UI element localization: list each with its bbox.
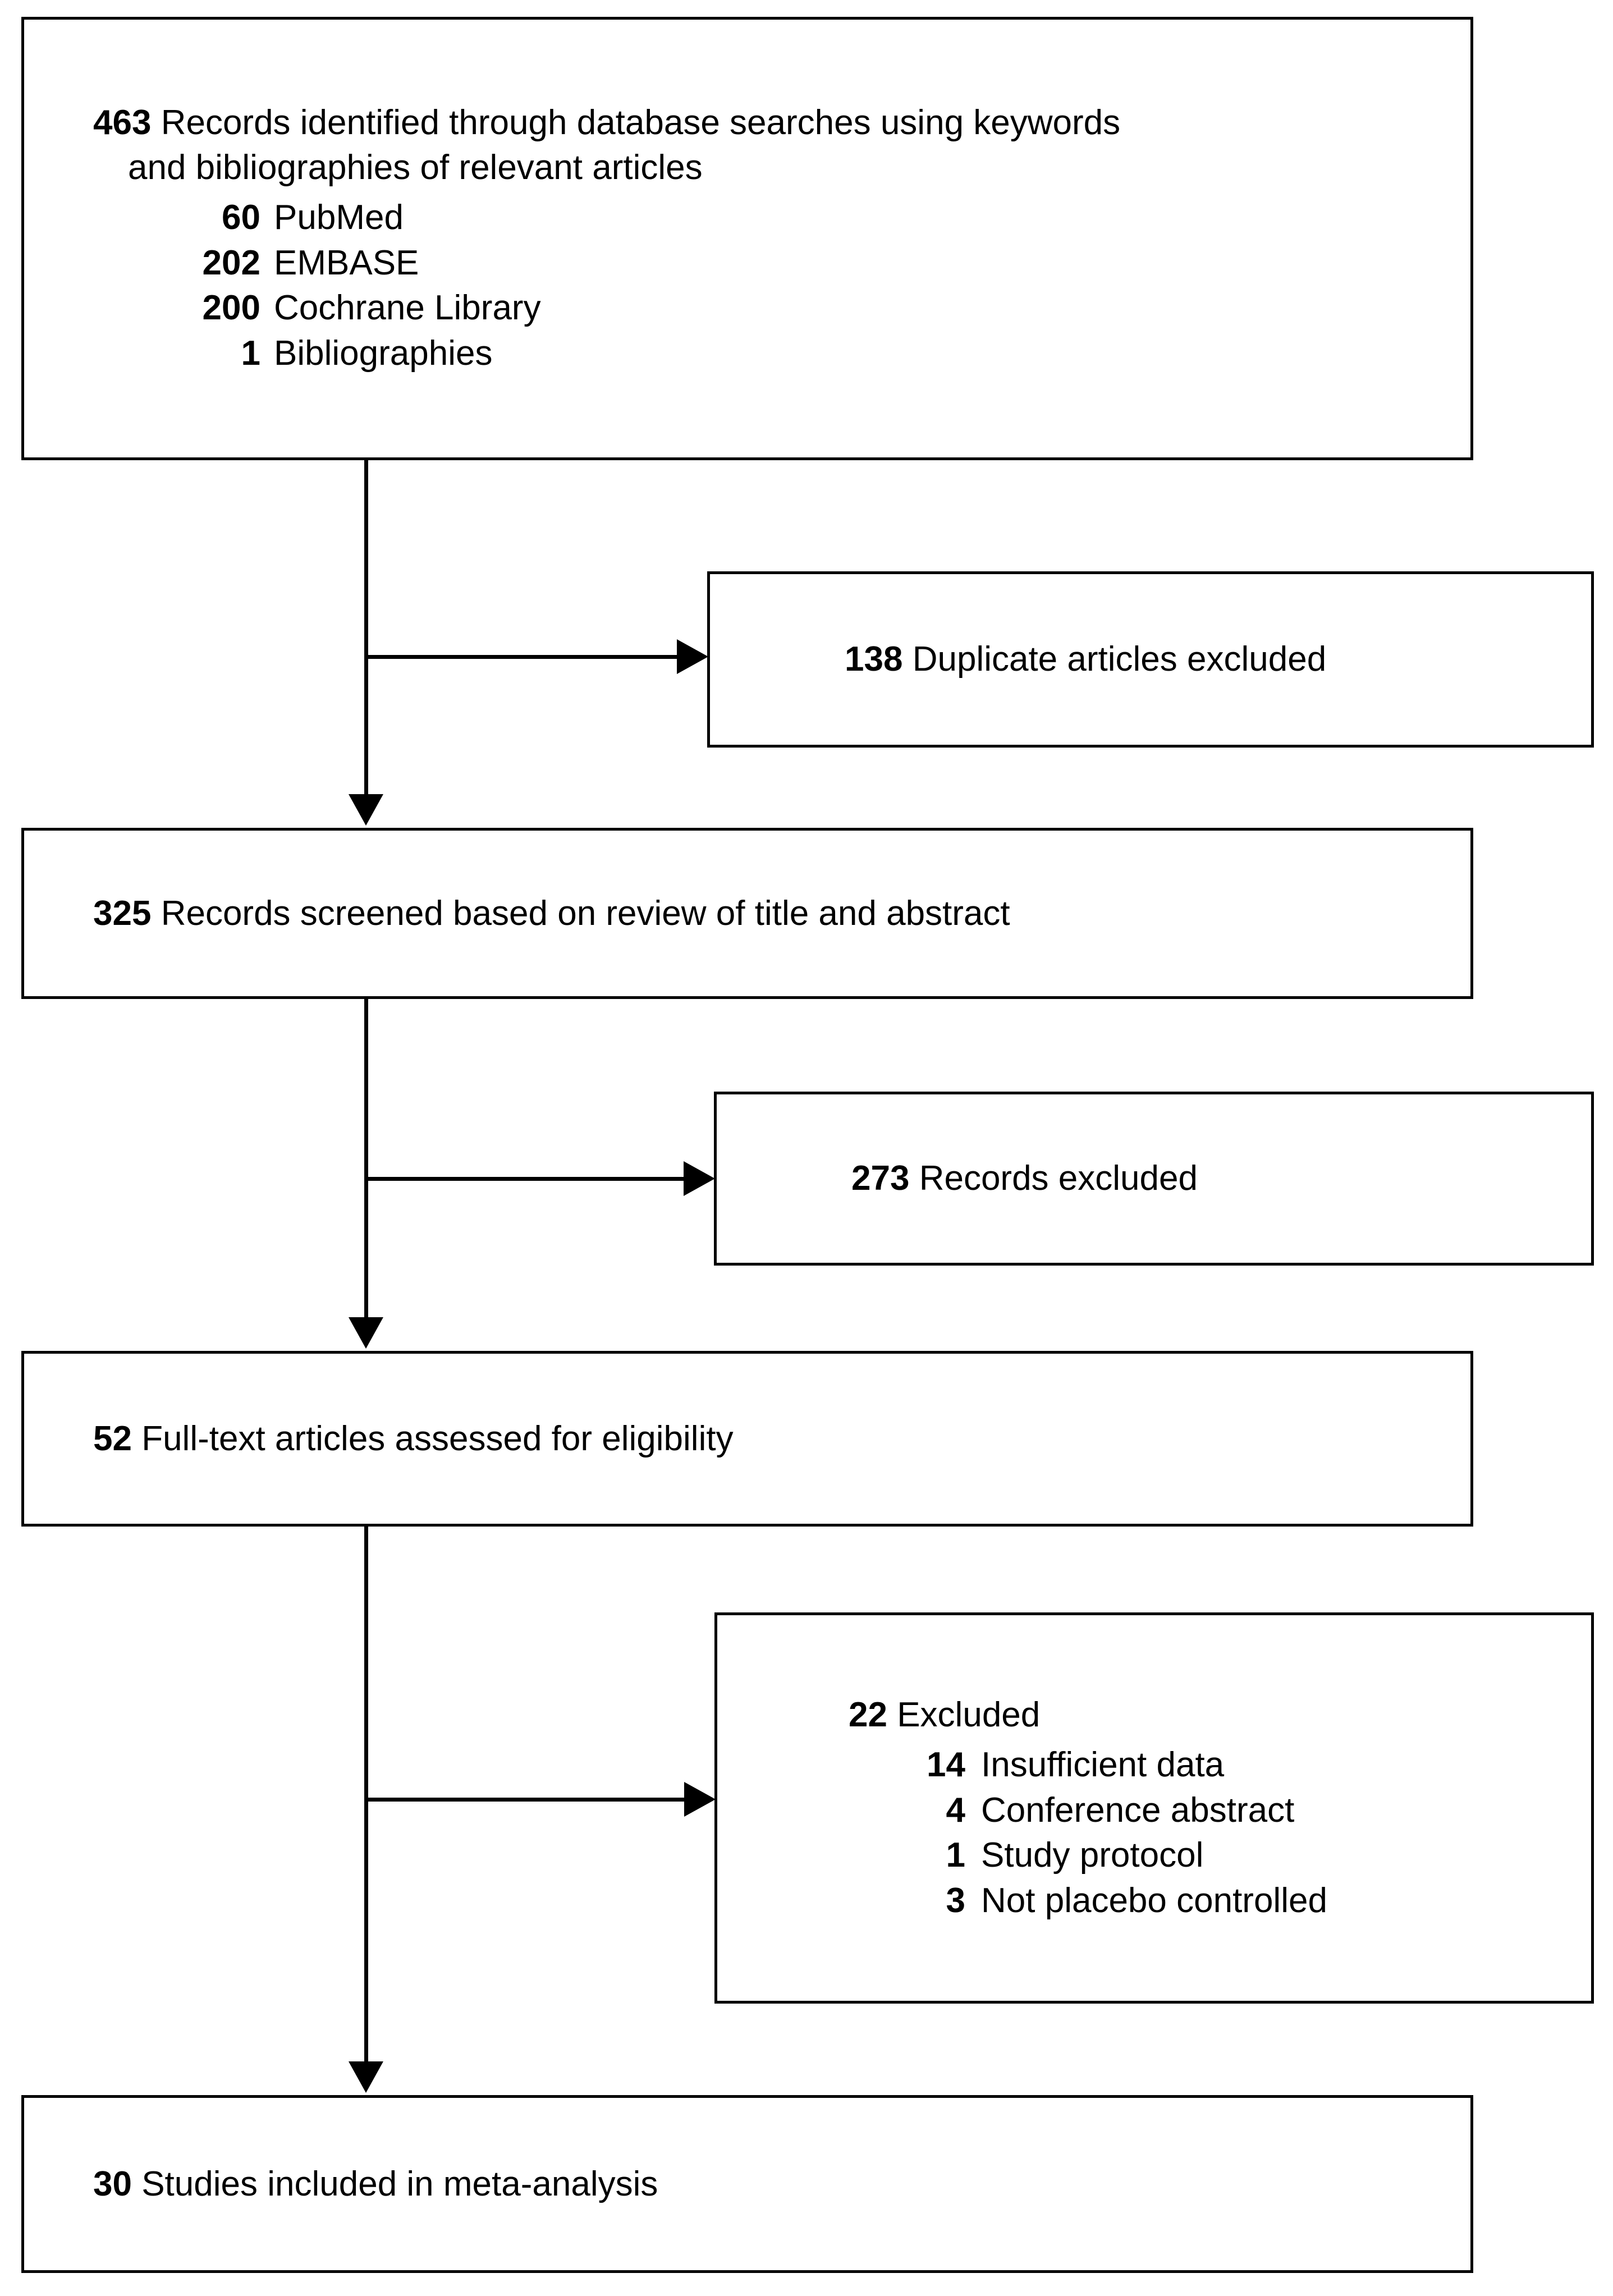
list-item: 1 Bibliographies [194, 331, 1448, 377]
duplicates-count: 138 [845, 640, 903, 679]
reason-count: 1 [946, 1836, 965, 1875]
fulltext-assessed-headline: 52 Full-text articles assessed for eligi… [93, 1417, 1448, 1461]
reason-label: Not placebo controlled [981, 1881, 1327, 1920]
screened-text: Records screened based on review of titl… [161, 893, 1010, 933]
source-count: 60 [222, 198, 260, 237]
screened-headline: 325 Records screened based on review of … [93, 891, 1448, 936]
records-identified-continuation: and bibliographies of relevant articles [128, 148, 703, 187]
database-source-list: 60 PubMed 202 EMBASE 200 Cochrane Librar… [93, 195, 1448, 376]
list-item: 14 Insufficient data [899, 1743, 1569, 1788]
fulltext-excluded-text: Excluded [897, 1695, 1041, 1734]
box-fulltext-assessed: 52 Full-text articles assessed for eligi… [21, 1351, 1473, 1527]
records-excluded-headline: 273 Records excluded [851, 1156, 1569, 1200]
records-excluded-text: Records excluded [919, 1159, 1198, 1198]
records-excluded-count: 273 [851, 1159, 910, 1198]
records-identified-headline: 463 Records identified through database … [93, 100, 1448, 145]
list-item: 4 Conference abstract [899, 1788, 1569, 1834]
fulltext-assessed-text: Full-text articles assessed for eligibil… [141, 1419, 734, 1458]
included-headline: 30 Studies included in meta-analysis [93, 2162, 1448, 2206]
box-duplicate-articles-excluded: 138 Duplicate articles excluded [707, 571, 1594, 748]
list-item: 202 EMBASE [194, 241, 1448, 286]
arrow-down-to-screened [349, 794, 383, 826]
source-label: EMBASE [274, 243, 419, 282]
box-records-screened: 325 Records screened based on review of … [21, 828, 1473, 999]
list-item: 200 Cochrane Library [194, 286, 1448, 331]
reason-count: 14 [927, 1745, 965, 1784]
arrow-right-to-duplicates [677, 639, 708, 674]
list-item: 3 Not placebo controlled [899, 1878, 1569, 1924]
arrow-right-to-fulltext-excluded [684, 1782, 716, 1817]
list-item: 60 PubMed [194, 195, 1448, 241]
reason-label: Insufficient data [981, 1745, 1225, 1784]
connector-line-to-duplicates [364, 655, 688, 659]
exclusion-reason-list: 14 Insufficient data 4 Conference abstra… [849, 1743, 1569, 1923]
duplicates-headline: 138 Duplicate articles excluded [845, 637, 1569, 681]
reason-label: Study protocol [981, 1836, 1204, 1875]
reason-label: Conference abstract [981, 1790, 1295, 1830]
records-identified-count: 463 [93, 103, 152, 143]
source-label: Bibliographies [274, 333, 493, 373]
arrow-down-to-fulltext [349, 1317, 383, 1349]
box-fulltext-excluded: 22 Excluded 14 Insufficient data 4 Confe… [714, 1612, 1594, 2004]
fulltext-excluded-headline: 22 Excluded [849, 1693, 1569, 1737]
included-text: Studies included in meta-analysis [141, 2164, 658, 2203]
box-studies-included: 30 Studies included in meta-analysis [21, 2095, 1473, 2273]
source-label: Cochrane Library [274, 288, 541, 328]
source-label: PubMed [274, 198, 404, 237]
box-records-identified: 463 Records identified through database … [21, 17, 1473, 460]
connector-line-to-fulltext-excluded [364, 1798, 695, 1802]
connector-line-identified-to-screened [364, 460, 368, 797]
connector-line-screened-to-fulltext [364, 999, 368, 1320]
fulltext-assessed-count: 52 [93, 1419, 132, 1458]
connector-line-to-records-excluded [364, 1177, 694, 1181]
source-count: 200 [202, 288, 260, 328]
reason-count: 3 [946, 1881, 965, 1920]
records-identified-text: Records identified through database sear… [161, 103, 1121, 143]
duplicates-text: Duplicate articles excluded [912, 640, 1327, 679]
included-count: 30 [93, 2164, 132, 2203]
connector-line-fulltext-to-included [364, 1527, 368, 2064]
arrow-down-to-included [349, 2061, 383, 2093]
fulltext-excluded-count: 22 [849, 1695, 887, 1734]
list-item: 1 Study protocol [899, 1833, 1569, 1878]
reason-count: 4 [946, 1790, 965, 1830]
screened-count: 325 [93, 893, 152, 933]
source-count: 1 [241, 333, 260, 373]
arrow-right-to-records-excluded [684, 1161, 715, 1196]
source-count: 202 [202, 243, 260, 282]
box-records-excluded: 273 Records excluded [714, 1092, 1594, 1266]
